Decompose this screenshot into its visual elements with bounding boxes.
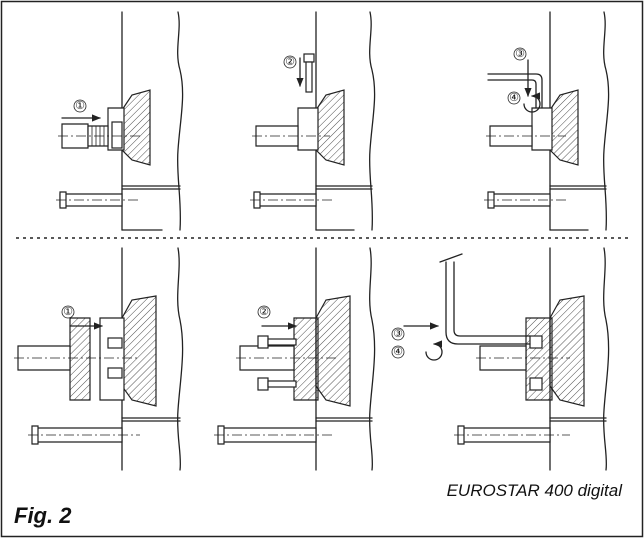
bottom-panel-3 (391, 247, 610, 471)
step-2-label-top: ② (285, 56, 295, 68)
step-1-label-top: ① (75, 100, 85, 112)
top-panel-2 (250, 11, 376, 231)
bottom-panel-2 (214, 247, 376, 471)
figure-label: Fig. 2 (14, 503, 72, 528)
top-panel-3 (484, 11, 610, 231)
step-2-label-bottom: ② (259, 306, 269, 318)
model-name: EUROSTAR 400 digital (446, 481, 622, 500)
step-3-label-top: ③ (515, 48, 525, 60)
step-4-label-top: ④ (509, 92, 519, 104)
step-1-label-bottom: ① (63, 306, 73, 318)
step-3-label-bottom: ③ (393, 328, 403, 340)
top-panel-1 (56, 11, 184, 231)
step-4-label-bottom: ④ (393, 346, 403, 358)
bottom-panel-1 (14, 247, 184, 471)
